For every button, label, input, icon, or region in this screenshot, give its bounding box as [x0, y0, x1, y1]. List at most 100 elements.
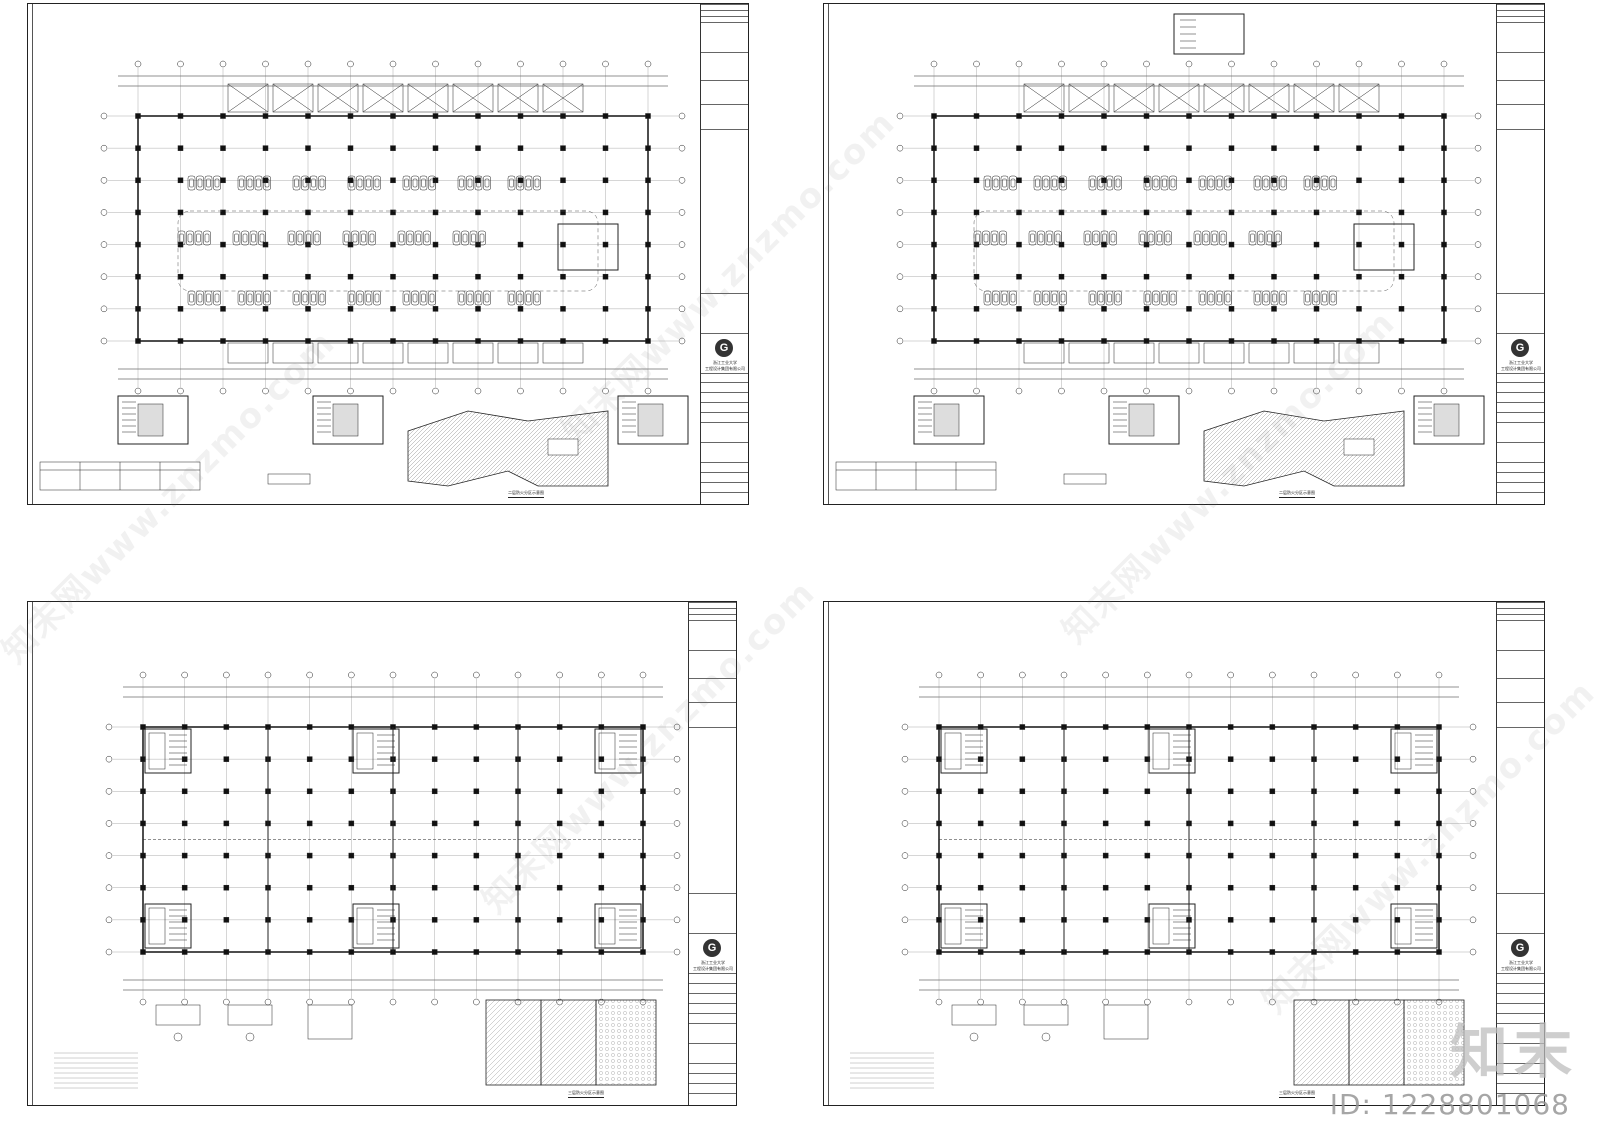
title-block-row: [689, 1002, 736, 1004]
title-block-row: [701, 4, 748, 5]
title-block-row: [1497, 972, 1544, 974]
title-block-row: [1497, 21, 1544, 23]
company-name: 浙江工业大学: [1509, 359, 1533, 365]
title-block-row: [1497, 1072, 1544, 1074]
sheet-binding-strip: [28, 602, 33, 1105]
sheet-caption: 三层防火分区示意图: [1279, 1090, 1315, 1098]
title-block-row: [1497, 608, 1544, 609]
title-block-row: [1497, 382, 1544, 384]
title-block-row: [701, 15, 748, 17]
title-block-row: [1497, 462, 1544, 464]
sheet-binding-strip: [28, 4, 33, 504]
company-name: 浙江工业大学: [713, 359, 737, 365]
title-block-row: [1497, 15, 1544, 17]
title-block-row: [689, 608, 736, 609]
title-block-row: [1497, 982, 1544, 984]
title-block-row: [701, 292, 748, 294]
title-block-row: [689, 992, 736, 994]
title-block-row: [1497, 702, 1544, 704]
title-block-row: [1497, 482, 1544, 484]
title-block-row: [1497, 678, 1544, 680]
sheet-binding-strip: [824, 4, 829, 504]
title-block-row: [701, 482, 748, 484]
title-block-row: [1497, 402, 1544, 404]
title-block-row: [689, 727, 736, 729]
title-block-row: [1497, 492, 1544, 494]
brand-logo-watermark: 知末: [1449, 1018, 1578, 1086]
title-block-row: [1497, 422, 1544, 424]
title-block-row: [701, 382, 748, 384]
title-block-row: [689, 702, 736, 704]
title-block-row: [1497, 650, 1544, 652]
company-logo-icon: G: [703, 938, 721, 957]
title-block-row: [689, 1062, 736, 1064]
title-block-row: [701, 128, 748, 130]
title-block-row: [1497, 932, 1544, 934]
floor-plan-drawing: [835, 13, 1485, 491]
title-block-row: [701, 79, 748, 81]
title-block-row: [701, 21, 748, 23]
title-block-row: [689, 982, 736, 984]
sheet-binding-strip: [824, 602, 829, 1105]
title-block-row: [1497, 372, 1544, 374]
title-block-row: [689, 1082, 736, 1084]
title-block-row: [701, 402, 748, 404]
title-block-row: [701, 462, 748, 464]
title-block-row: [1497, 392, 1544, 394]
company-name-line2: 工程设计集团有限公司: [693, 965, 733, 971]
title-block-row: [1497, 727, 1544, 729]
title-block-row: [689, 892, 736, 894]
company-logo-icon: G: [1511, 338, 1529, 357]
title-block-row: [1497, 51, 1544, 53]
title-block-row: [701, 442, 748, 444]
title-block-row: [1497, 4, 1544, 5]
title-block-row: [1497, 472, 1544, 474]
title-block-row: [701, 472, 748, 474]
company-name-line2: 工程设计集团有限公司: [1501, 965, 1541, 971]
title-block-row: [1497, 9, 1544, 11]
title-block: G 浙江工业大学工程设计集团有限公司: [688, 602, 736, 1105]
title-block-row: [701, 103, 748, 105]
title-block-row: [1497, 79, 1544, 81]
company-name-line2: 工程设计集团有限公司: [705, 365, 745, 371]
floor-plan-drawing: [850, 671, 1477, 1089]
title-block-row: [1497, 1092, 1544, 1094]
title-block-row: [1497, 1012, 1544, 1014]
title-block-row: [689, 602, 736, 603]
floor-plan-drawing: [39, 60, 689, 491]
company-name: 浙江工业大学: [701, 959, 725, 965]
title-block-row: [1497, 620, 1544, 622]
title-block-row: [701, 422, 748, 424]
title-block-row: [689, 1042, 736, 1044]
title-block-row: [689, 614, 736, 616]
sheet-caption: 二层防火分区示意图: [508, 490, 544, 498]
title-block-row: [701, 412, 748, 414]
title-block-row: [689, 1012, 736, 1014]
title-block: G 浙江工业大学工程设计集团有限公司: [700, 4, 748, 504]
company-logo-icon: G: [715, 338, 733, 357]
company-name-line2: 工程设计集团有限公司: [1501, 365, 1541, 371]
title-block-row: [689, 1072, 736, 1074]
title-block-row: [701, 372, 748, 374]
title-block-row: [1497, 1002, 1544, 1004]
title-block: G 浙江工业大学工程设计集团有限公司: [1496, 4, 1544, 504]
title-block-row: [1497, 1082, 1544, 1084]
title-block-row: [1497, 992, 1544, 994]
title-block-row: [1497, 602, 1544, 603]
title-block-row: [689, 1022, 736, 1024]
title-block-row: [689, 620, 736, 622]
sheet-caption: 三层防火分区示意图: [568, 1090, 604, 1098]
title-block-row: [689, 678, 736, 680]
floor-plan-drawing: [54, 671, 681, 1089]
title-block-row: [701, 51, 748, 53]
title-block-row: [689, 1092, 736, 1094]
title-block-row: [701, 492, 748, 494]
id-watermark: ID: 1228801068: [1329, 1088, 1570, 1121]
title-block-row: [689, 650, 736, 652]
title-block-row: [1497, 1042, 1544, 1044]
title-block-row: [1497, 332, 1544, 334]
title-block-row: [1497, 412, 1544, 414]
